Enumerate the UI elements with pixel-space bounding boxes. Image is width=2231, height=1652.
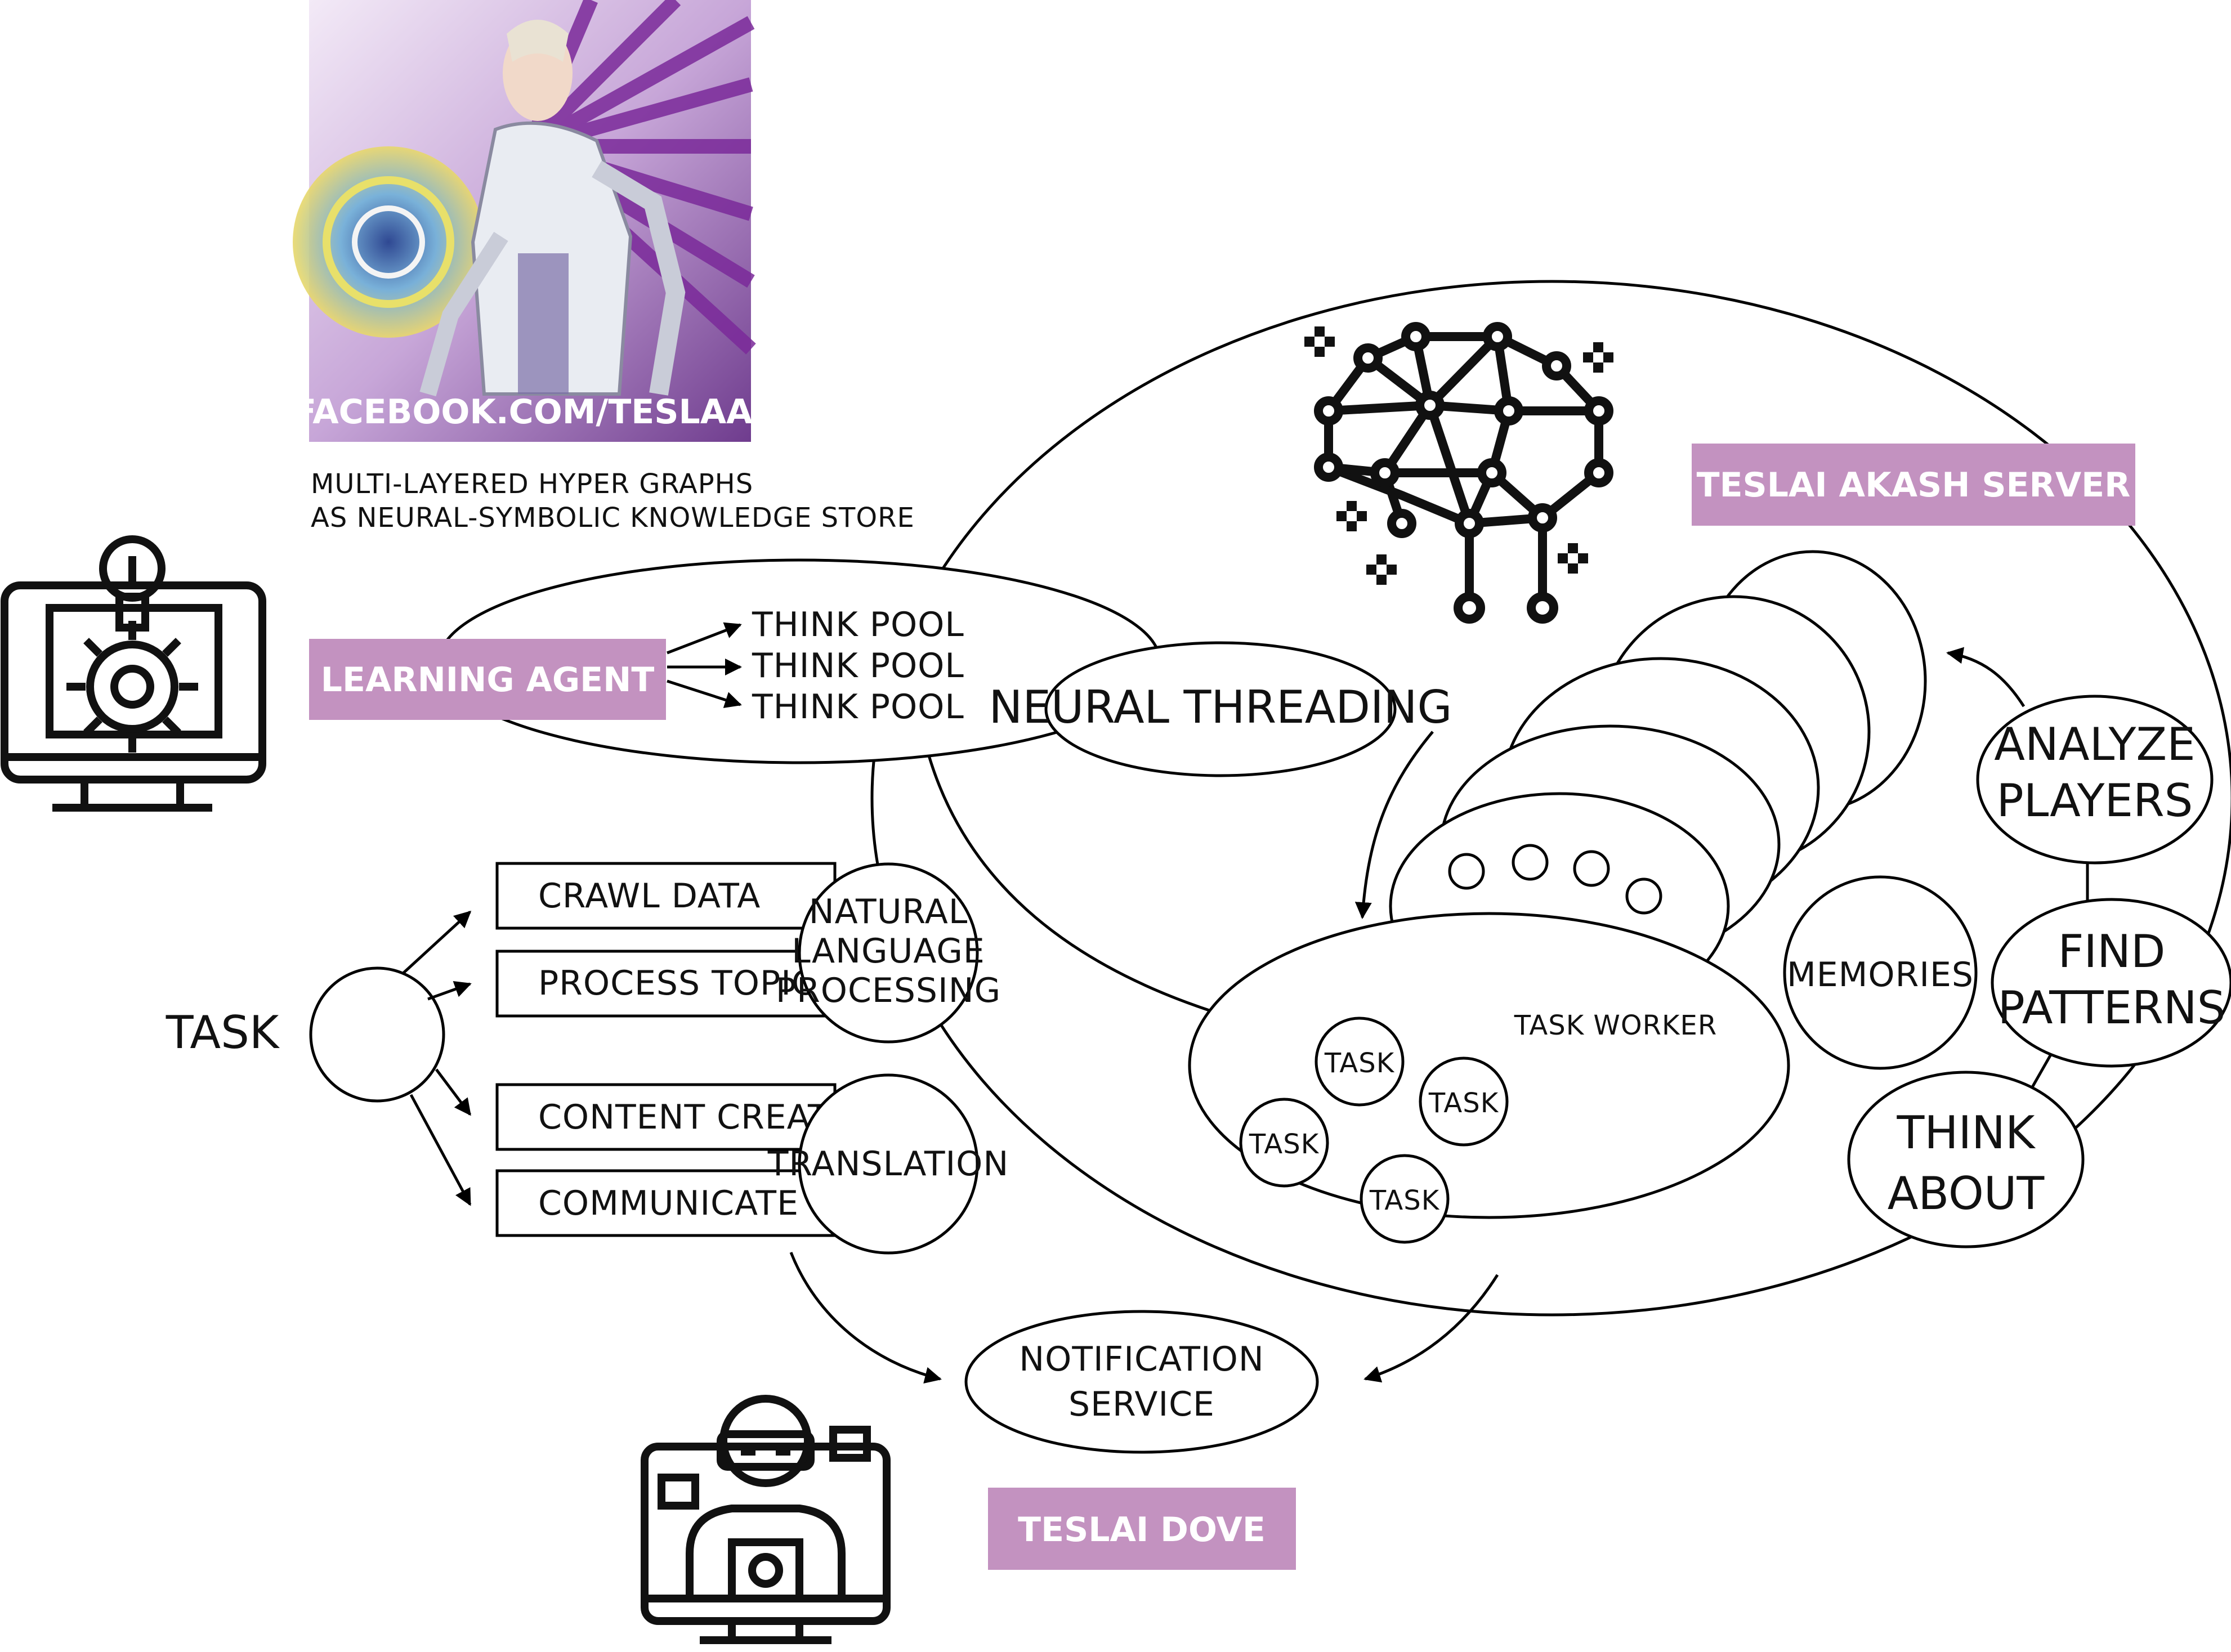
- learning-agent-tag: LEARNING AGENT: [309, 639, 666, 720]
- think-pool-arrows: [667, 622, 742, 708]
- translation-node: [798, 1073, 979, 1255]
- notification-line1: NOTIFICATION: [1019, 1340, 1264, 1379]
- graph-caption-line1: MULTI-LAYERED HYPER GRAPHS: [311, 468, 753, 500]
- notification-service-node: [964, 1310, 1319, 1454]
- analyze-players-line2: PLAYERS: [1997, 774, 2193, 827]
- think-about-node: [1847, 1071, 2085, 1248]
- task-branch-arrows: [401, 910, 472, 1206]
- worker-task-3: [1239, 1098, 1329, 1188]
- crawl-data-box: [495, 862, 837, 930]
- find-patterns-node: [1991, 898, 2231, 1068]
- akash-server-label: TESLAI AKASH SERVER: [1697, 465, 2131, 505]
- computer-lightbulb-gear-icon: [1, 535, 266, 812]
- think-about-line2: ABOUT: [1888, 1167, 2045, 1220]
- process-topic-graph-box: [495, 950, 837, 1018]
- dove-tag: TESLAI DOVE: [988, 1488, 1296, 1570]
- task-root-label: TASK: [166, 1006, 280, 1059]
- find-patterns-line2: PATTERNS: [1998, 982, 2226, 1034]
- photo-caption: FACEBOOK.COM/TESLAAI: [293, 392, 765, 432]
- translation-label: TRANSLATION: [767, 1144, 1009, 1184]
- dove-label: TESLAI DOVE: [1018, 1510, 1266, 1550]
- worker-task-2-label: TASK: [1428, 1087, 1499, 1119]
- neural-threading-node: [1044, 641, 1397, 777]
- translation-to-notification-arrow: [789, 1252, 942, 1384]
- graph-caption-line2: AS NEURAL-SYMBOLIC KNOWLEDGE STORE: [311, 502, 915, 534]
- worker-task-3-label: TASK: [1249, 1129, 1320, 1160]
- worker-task-2: [1419, 1056, 1509, 1147]
- nlp-line3: PROCESSING: [776, 971, 1001, 1010]
- worker-to-notification-arrow: [1363, 1274, 1499, 1383]
- worker-task-1-label: TASK: [1324, 1047, 1395, 1079]
- analyze-players-line1: ANALYZE: [1994, 718, 2195, 771]
- think-pool-2: THINK POOL: [752, 646, 964, 686]
- memories-node: [1783, 875, 1978, 1070]
- content-create-box: [495, 1083, 837, 1151]
- task-root-node: [309, 966, 445, 1103]
- nlp-line2: LANGUAGE: [792, 932, 985, 971]
- find-patterns-line1: FIND: [2058, 925, 2165, 978]
- cover-photo: FACEBOOK.COM/TESLAAI: [293, 0, 765, 442]
- neural-network-brain-icon: [1304, 322, 1613, 624]
- neural-threading-label: NEURAL THREADING: [989, 681, 1452, 733]
- memories-label: MEMORIES: [1787, 955, 1974, 995]
- threading-to-worker-arrow: [1354, 731, 1434, 919]
- communicate-label: COMMUNICATE: [538, 1184, 799, 1223]
- analyze-players-node: [1976, 695, 2214, 865]
- crawl-data-label: CRAWL DATA: [538, 876, 761, 916]
- think-about-line1: THINK: [1897, 1107, 2036, 1159]
- content-create-label: CONTENT CREATE: [538, 1098, 851, 1137]
- think-pool-1: THINK POOL: [752, 605, 964, 644]
- akash-server-boundary: [870, 280, 2231, 1317]
- notification-line2: SERVICE: [1068, 1385, 1215, 1424]
- think-pool-to-worker-arrow: [922, 734, 1280, 1035]
- task-worker-title: TASK WORKER: [1514, 1010, 1717, 1041]
- think-pool-3: THINK POOL: [752, 687, 964, 727]
- worker-task-4: [1360, 1154, 1450, 1244]
- akash-server-tag: TESLAI AKASH SERVER: [1692, 444, 2135, 526]
- brain-lobes: [1389, 550, 1927, 1020]
- worker-task-4-label: TASK: [1369, 1185, 1440, 1216]
- worker-task-1: [1315, 1017, 1405, 1107]
- nlp-node: [798, 862, 979, 1044]
- analyze-to-lobes-arrow: [1946, 647, 2026, 708]
- robot-computer-icon: [641, 1395, 891, 1644]
- learning-agent-label: LEARNING AGENT: [321, 660, 655, 700]
- nlp-line1: NATURAL: [809, 892, 968, 932]
